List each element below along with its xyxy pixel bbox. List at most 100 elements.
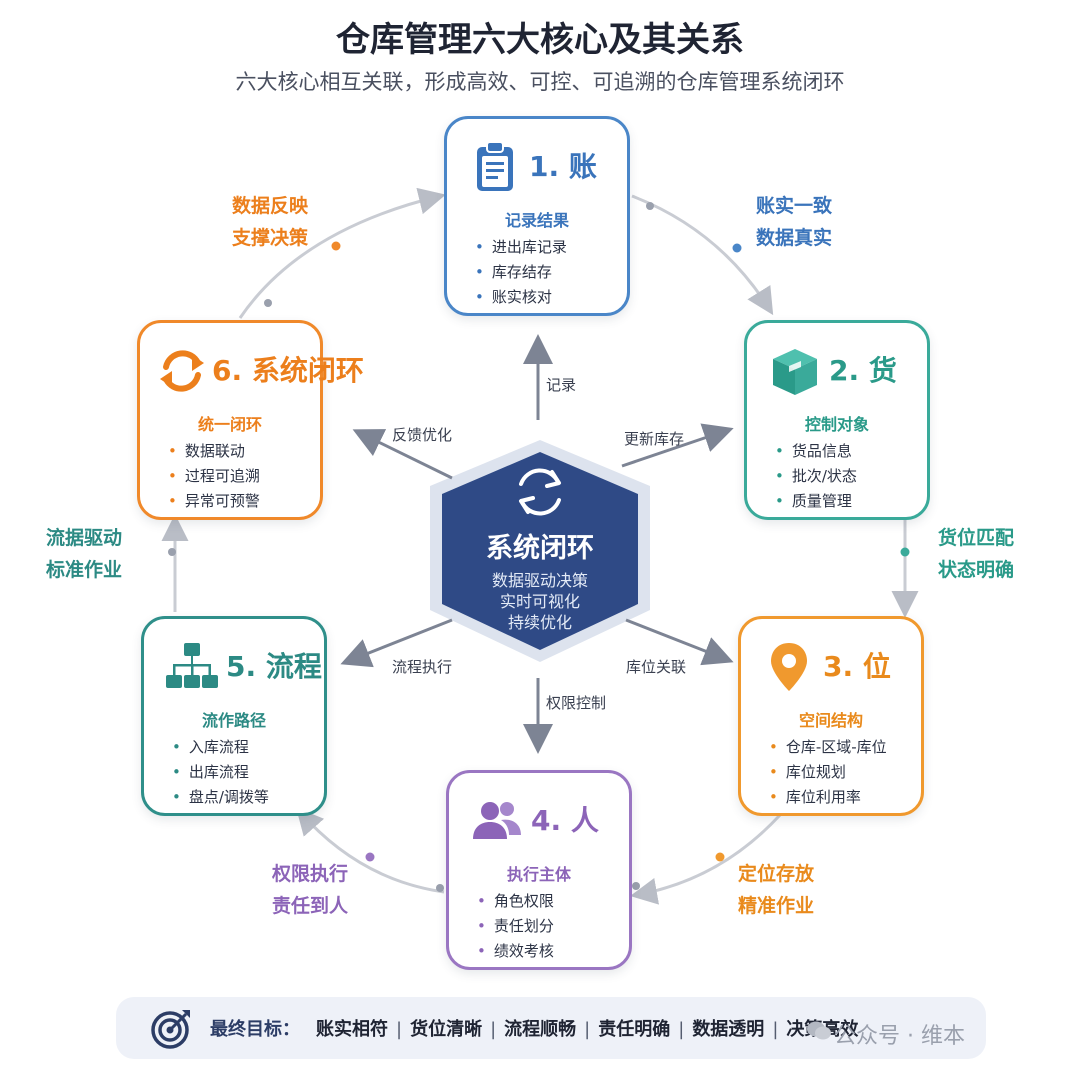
ring-dot <box>436 884 444 892</box>
card-subtitle: 统一闭环 <box>197 415 262 434</box>
center-lines: 数据驱动决策 实时可视化 持续优化 <box>440 570 640 633</box>
list-item: 仓库-区域-库位 <box>769 735 887 760</box>
card-list: 货品信息 批次/状态 质量管理 <box>775 439 857 514</box>
card-goods: 2. 货 控制对象 货品信息 批次/状态 质量管理 <box>744 320 930 520</box>
list-item: 批次/状态 <box>775 464 857 489</box>
arrow-label-up: 记录 <box>546 376 577 394</box>
list-item: 货品信息 <box>775 439 857 464</box>
card-title: 4. 人 <box>531 804 599 837</box>
list-item: 库存结存 <box>475 260 567 285</box>
card-ledger: 1. 账 记录结果 进出库记录 库存结存 账实核对 <box>444 116 630 316</box>
list-item: 过程可追溯 <box>168 464 260 489</box>
arrow-label-lower-left: 流程执行 <box>392 658 453 676</box>
center-line: 实时可视化 <box>499 592 580 611</box>
ring-dot <box>632 882 640 890</box>
card-process: 5. 流程 流作路径 入库流程 出库流程 盘点/调拨等 <box>141 616 327 816</box>
goal-item: 责任明确 <box>598 1019 671 1040</box>
ring-dot <box>168 548 176 556</box>
outer-ring <box>161 187 919 905</box>
ring-arc-loop-ledger <box>238 187 446 319</box>
center-hexagon <box>442 452 638 650</box>
goal-items: 账实相符|货位清晰|流程顺畅|责任明确|数据透明|决策高效 <box>316 1015 858 1041</box>
card-subtitle: 执行主体 <box>506 865 571 884</box>
list-item: 异常可预警 <box>168 489 260 514</box>
box-icon <box>773 349 817 395</box>
target-icon <box>151 1010 190 1049</box>
separator: | <box>490 1019 497 1040</box>
relation-line: 货位匹配 <box>938 527 1015 549</box>
hierarchy-icon <box>166 643 218 688</box>
list-item: 盘点/调拨等 <box>172 785 269 810</box>
relation-line: 账实一致 <box>756 195 833 217</box>
goal-item: 数据透明 <box>692 1019 765 1040</box>
watermark: 公众号 · 维本 <box>834 1024 965 1049</box>
wechat-icon <box>807 1021 831 1040</box>
arrow-label-upper-right: 更新库存 <box>624 430 685 448</box>
goal-bar <box>116 997 986 1059</box>
list-item: 质量管理 <box>775 489 857 514</box>
separator: | <box>772 1019 779 1040</box>
ring-dot <box>715 852 725 862</box>
card-subtitle: 记录结果 <box>504 211 569 230</box>
spokes <box>340 334 734 754</box>
clipboard-icon <box>477 141 513 191</box>
arrow-label-upper-left: 反馈优化 <box>392 426 453 444</box>
relation-line: 数据反映 <box>232 195 309 217</box>
card-title: 5. 流程 <box>226 650 322 683</box>
spoke-upper-left <box>352 429 453 480</box>
card-people: 4. 人 执行主体 角色权限 责任划分 绩效考核 <box>446 770 632 970</box>
card-title: 1. 账 <box>529 150 597 183</box>
arrow-label-down: 权限控制 <box>546 694 607 712</box>
relation-loop-ledger: 数据反映 支撑决策 <box>232 190 308 254</box>
relation-location-people: 定位存放 精准作业 <box>738 858 814 922</box>
list-item: 账实核对 <box>475 285 567 310</box>
list-item: 库位利用率 <box>769 785 887 810</box>
map-pin-icon <box>771 643 807 691</box>
card-title: 3. 位 <box>823 650 891 683</box>
goal-item: 账实相符 <box>316 1019 388 1040</box>
goal-label: 最终目标： <box>210 1019 300 1040</box>
list-item: 数据联动 <box>168 439 260 464</box>
cycle-arrows-icon <box>519 468 561 516</box>
separator: | <box>678 1019 685 1040</box>
ring-dot <box>365 852 375 862</box>
relation-process-loop: 流据驱动 标准作业 <box>46 522 122 586</box>
page-title: 仓库管理六大核心及其关系 <box>336 20 744 60</box>
card-location: 3. 位 空间结构 仓库-区域-库位 库位规划 库位利用率 <box>738 616 924 816</box>
relation-line: 标准作业 <box>46 559 123 581</box>
list-item: 进出库记录 <box>475 235 567 260</box>
ring-arc-location-people <box>630 813 782 905</box>
relation-line: 流据驱动 <box>46 527 123 549</box>
card-list: 角色权限 责任划分 绩效考核 <box>477 889 554 964</box>
relation-line: 状态明确 <box>938 559 1015 581</box>
ring-dots <box>168 202 910 892</box>
spoke-lower-right <box>625 618 734 666</box>
card-list: 仓库-区域-库位 库位规划 库位利用率 <box>769 735 887 810</box>
list-item: 角色权限 <box>477 889 554 914</box>
relation-line: 数据真实 <box>756 227 833 249</box>
list-item: 入库流程 <box>172 735 269 760</box>
relation-goods-location: 货位匹配 状态明确 <box>938 522 1014 586</box>
spoke-upper-right <box>621 423 734 468</box>
users-icon <box>473 802 521 839</box>
ring-dot <box>331 241 341 251</box>
refresh-icon <box>160 350 204 392</box>
arrow-label-lower-right: 库位关联 <box>626 658 687 676</box>
ring-arc-people-process <box>296 807 445 894</box>
relation-line: 责任到人 <box>272 895 349 917</box>
relation-people-process: 权限执行 责任到人 <box>272 858 348 922</box>
ring-dot <box>264 299 272 307</box>
list-item: 责任划分 <box>477 914 554 939</box>
relation-line: 定位存放 <box>738 863 815 885</box>
card-list: 数据联动 过程可追溯 异常可预警 <box>168 439 260 514</box>
card-list: 进出库记录 库存结存 账实核对 <box>475 235 567 310</box>
ring-dot <box>732 243 742 253</box>
list-item: 出库流程 <box>172 760 269 785</box>
page-subtitle: 六大核心相互关联，形成高效、可控、可追溯的仓库管理系统闭环 <box>235 70 845 94</box>
card-title: 6. 系统闭环 <box>212 354 364 387</box>
card-subtitle: 空间结构 <box>798 711 863 730</box>
separator: | <box>396 1019 403 1040</box>
card-subtitle: 流作路径 <box>201 711 266 730</box>
relation-line: 支撑决策 <box>232 227 309 249</box>
